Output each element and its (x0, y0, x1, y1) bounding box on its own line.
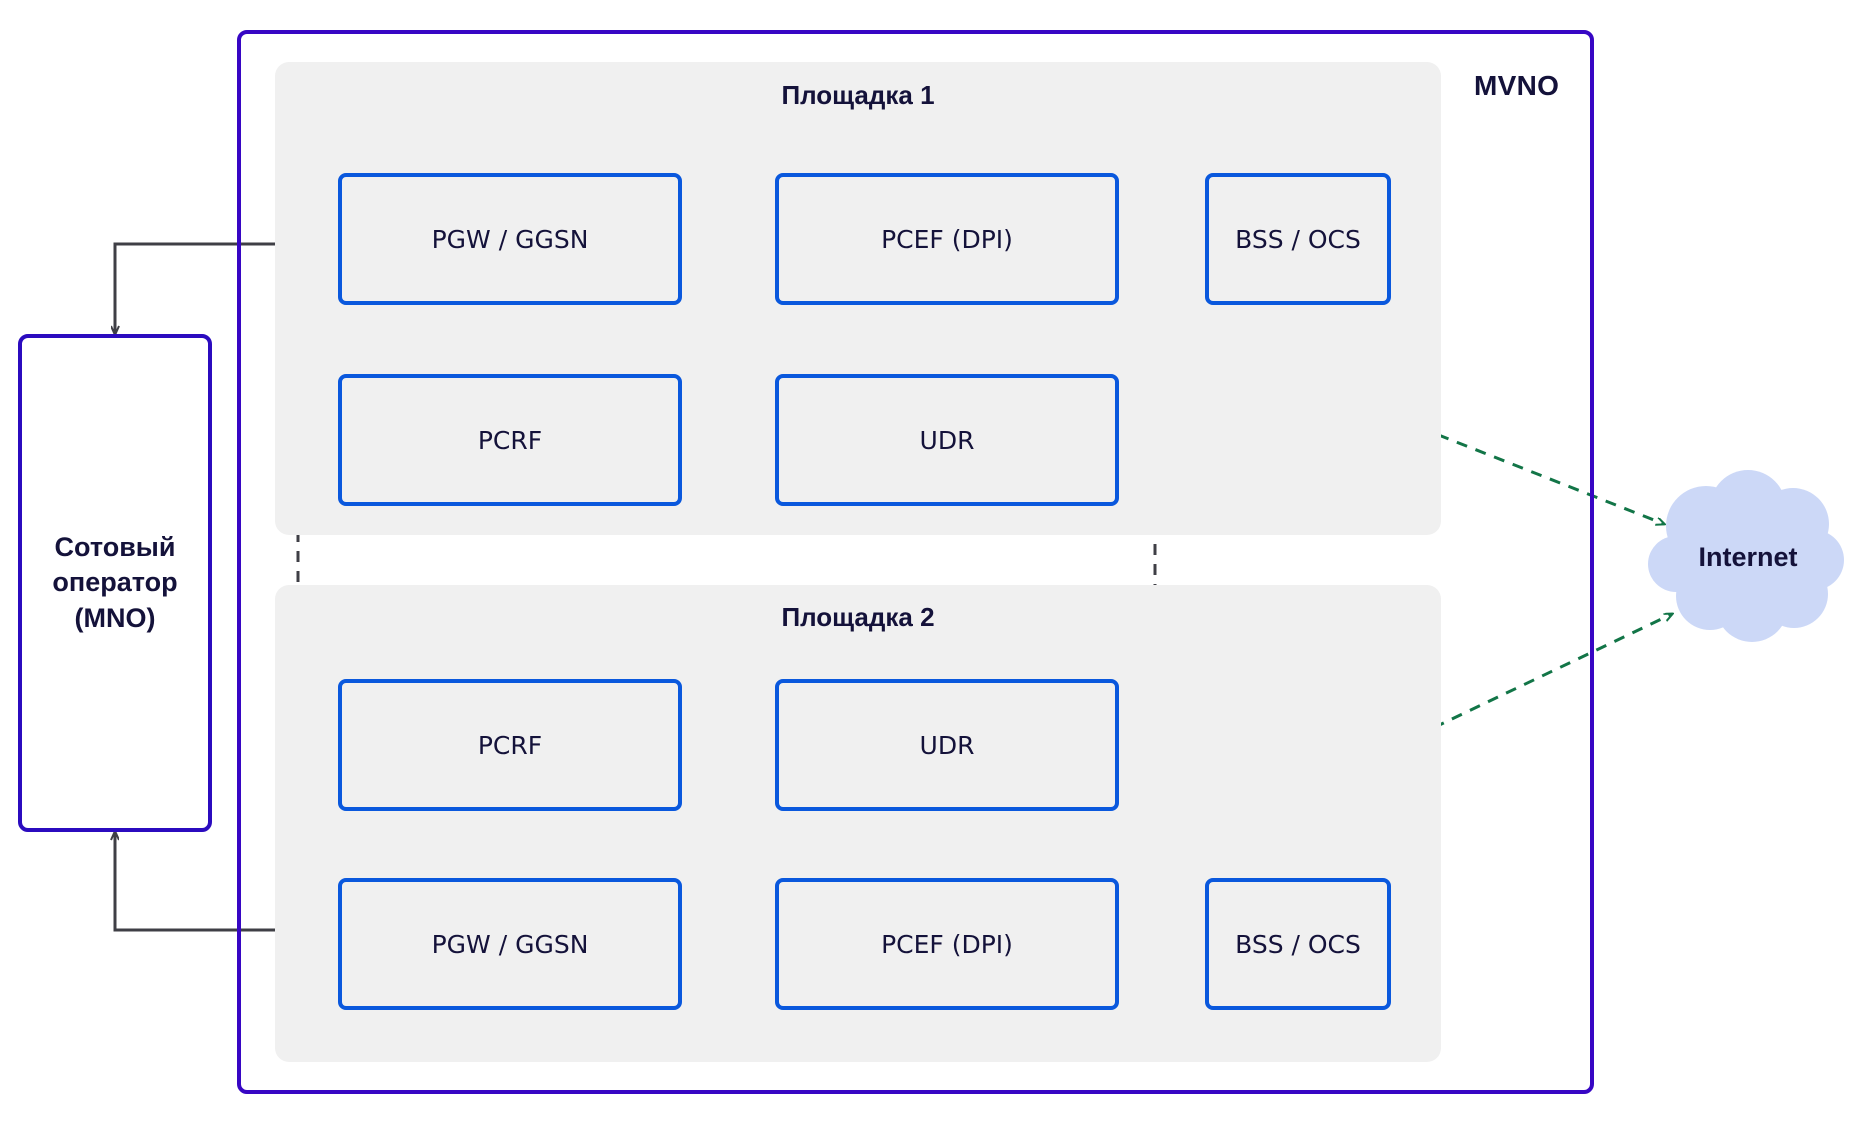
node-pcef-dpi-site1[interactable]: PCEF (DPI) (775, 173, 1119, 305)
node-label: PCRF (477, 730, 543, 760)
node-pcef-dpi-site2[interactable]: PCEF (DPI) (775, 878, 1119, 1010)
node-label: PGW / GGSN (431, 224, 589, 254)
node-label: BSS / OCS (1235, 929, 1361, 959)
internet-label: Internet (1698, 541, 1798, 572)
node-pgw-ggsn-site2[interactable]: PGW / GGSN (338, 878, 682, 1010)
node-label: PCEF (DPI) (881, 929, 1013, 959)
internet-cloud[interactable]: Internet (1648, 468, 1844, 646)
node-label: UDR (919, 730, 975, 760)
node-pgw-ggsn-site1[interactable]: PGW / GGSN (338, 173, 682, 305)
node-label: PCEF (DPI) (881, 224, 1013, 254)
node-pcrf-site1[interactable]: PCRF (338, 374, 682, 506)
mvno-label: MVNO (1474, 70, 1560, 101)
mno-operator-box[interactable]: Сотовый оператор (MNO) (18, 334, 212, 832)
node-label: PCRF (477, 425, 543, 455)
node-bss-ocs-site2[interactable]: BSS / OCS (1205, 878, 1391, 1010)
node-udr-site2[interactable]: UDR (775, 679, 1119, 811)
cloud-icon (1648, 470, 1844, 642)
site-1-title: Площадка 1 (781, 80, 935, 110)
site-2-title: Площадка 2 (781, 602, 935, 632)
node-label: PGW / GGSN (431, 929, 589, 959)
mno-operator-label: Сотовый оператор (MNO) (52, 531, 178, 633)
node-label: UDR (919, 425, 975, 455)
mvno-boundary (237, 30, 1594, 1094)
node-label: BSS / OCS (1235, 224, 1361, 254)
node-pcrf-site2[interactable]: PCRF (338, 679, 682, 811)
node-udr-site1[interactable]: UDR (775, 374, 1119, 506)
node-bss-ocs-site1[interactable]: BSS / OCS (1205, 173, 1391, 305)
